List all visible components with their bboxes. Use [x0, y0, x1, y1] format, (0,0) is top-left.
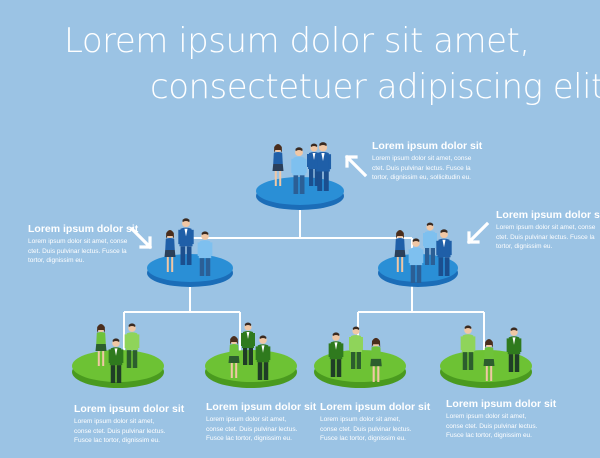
blurb-right: Lorem ipsum dolor sit Lorem ipsum dolor … — [496, 209, 600, 252]
blurb-team-1: Lorem ipsum dolor sit Lorem ipsum dolor … — [74, 403, 184, 446]
blurb-body: Lorem ipsum dolor sit amet, conse ctet. … — [372, 155, 472, 181]
blurb-title: Lorem ipsum dolor sit — [206, 401, 317, 413]
arrow-icon — [467, 222, 489, 244]
arrow-icon — [345, 155, 367, 177]
platform-team-2 — [205, 350, 297, 388]
blurb-team-4: Lorem ipsum dolor sit Lorem ipsum dolor … — [446, 398, 556, 441]
headline-line-2: consectetuer adipiscing elit. — [150, 67, 600, 107]
blurb-team-3: Lorem ipsum dolor sit Lorem ipsum dolor … — [320, 401, 430, 444]
blurb-title: Lorem ipsum dolor sit — [28, 223, 139, 235]
blurb-body: Lorem ipsum dolor sit amet, conse ctet. … — [74, 418, 166, 444]
blurb-title: Lorem ipsum dolor sit — [74, 403, 185, 415]
blurb-body: Lorem ipsum dolor sit amet, conse ctet. … — [446, 413, 538, 439]
blurb-team-2: Lorem ipsum dolor sit Lorem ipsum dolor … — [206, 401, 316, 444]
blurb-title: Lorem ipsum dolor sit — [496, 209, 600, 221]
blurb-body: Lorem ipsum dolor sit amet, conse ctet. … — [320, 416, 412, 442]
blurb-body: Lorem ipsum dolor sit amet, conse ctet. … — [496, 224, 596, 250]
connector-left-to-teams — [123, 278, 241, 352]
blurb-top: Lorem ipsum dolor sit Lorem ipsum dolor … — [372, 140, 482, 183]
headline-line-1: Lorem ipsum dolor sit amet, — [64, 21, 530, 61]
blurb-title: Lorem ipsum dolor sit — [320, 401, 431, 413]
connector-top-to-level2 — [189, 205, 413, 258]
blurb-title: Lorem ipsum dolor sit — [372, 140, 483, 152]
blurb-body: Lorem ipsum dolor sit amet, conse ctet. … — [206, 416, 298, 442]
connector-lines — [123, 205, 485, 352]
blurb-body: Lorem ipsum dolor sit amet, conse ctet. … — [28, 238, 128, 264]
connector-right-to-teams — [357, 278, 485, 352]
blurb-title: Lorem ipsum dolor sit — [446, 398, 557, 410]
blurb-left: Lorem ipsum dolor sit Lorem ipsum dolor … — [28, 223, 138, 266]
